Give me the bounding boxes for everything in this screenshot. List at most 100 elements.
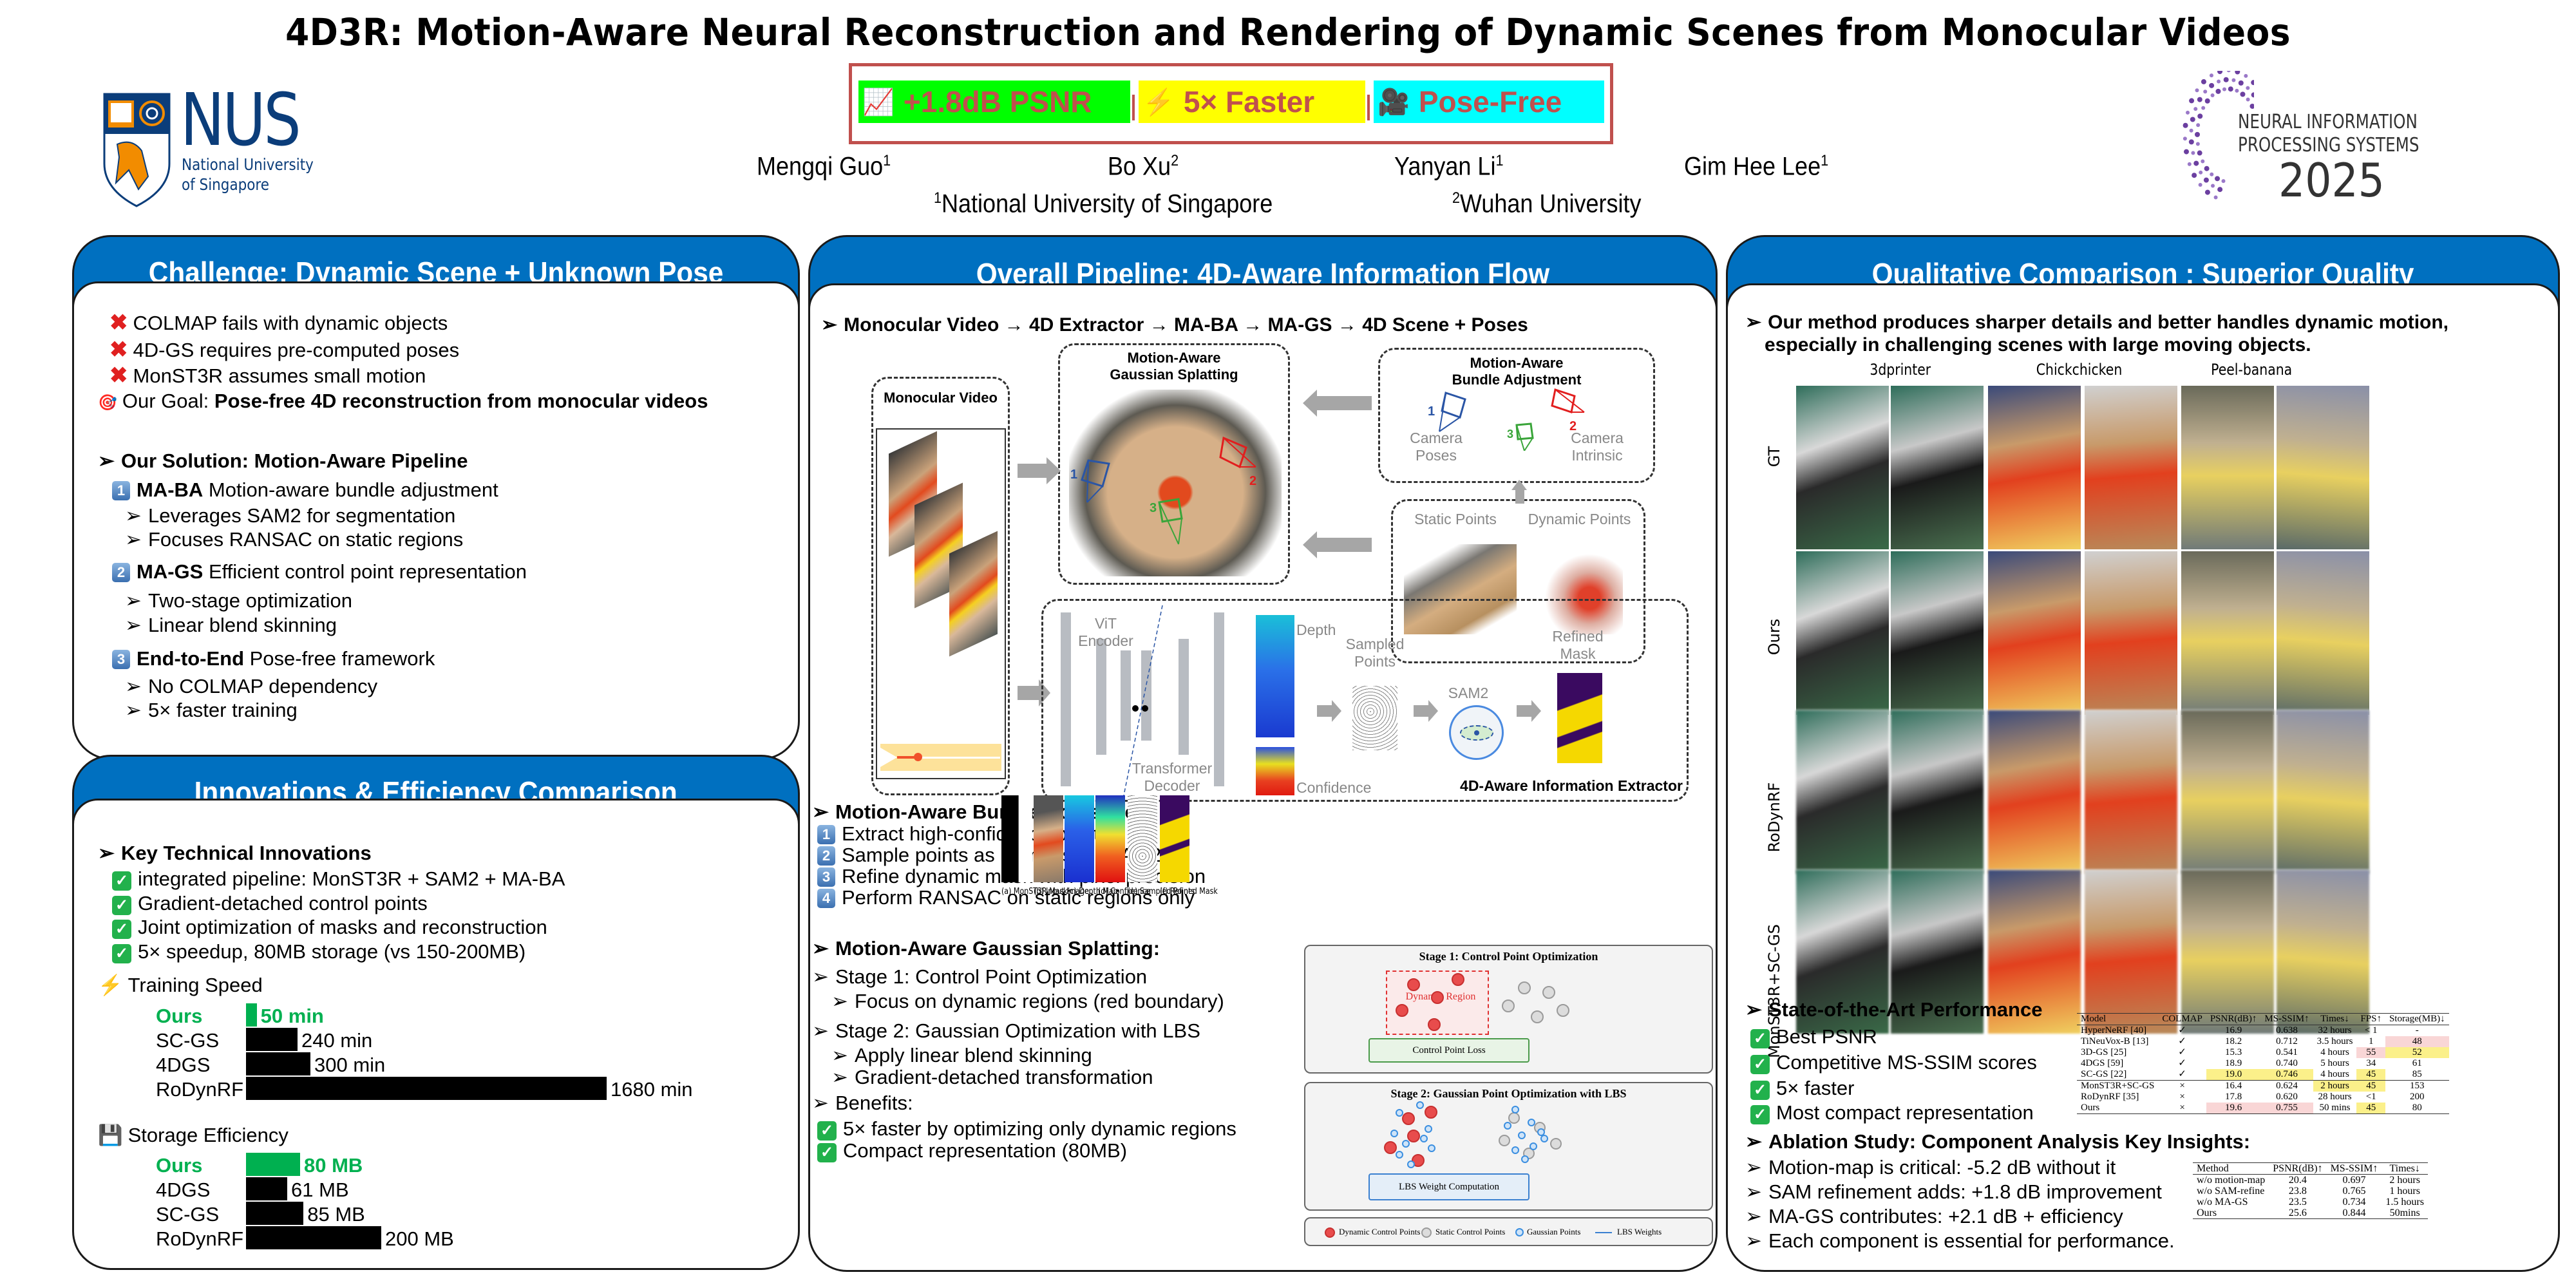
author: Yanyan Li1 — [1394, 152, 1503, 181]
logo-dot — [2251, 80, 2254, 86]
camera-icons: 1 2 3 — [1428, 388, 1585, 451]
svg-text:2: 2 — [1249, 474, 1256, 488]
bar — [246, 1052, 310, 1075]
bar-value-label: 85 MB — [307, 1203, 365, 1226]
table-cell: 2 hours — [2313, 1080, 2357, 1092]
figure-caption: (a) MonST3R Mask — [1001, 887, 1068, 896]
logo-dot — [2201, 79, 2206, 84]
bar-value-label: 61 MB — [291, 1179, 349, 1201]
logo-dot — [2222, 87, 2226, 91]
check-icon: ✓ — [112, 896, 131, 915]
table-cell: <1 — [2365, 1092, 2376, 1102]
mags-stage: ➢Stage 2: Gaussian Optimization with LBS — [812, 1019, 1200, 1043]
row-label: RoDynRF — [1765, 782, 1783, 853]
row-label: GT — [1765, 446, 1783, 468]
video-frame-image — [949, 531, 998, 657]
innovations-panel: Innovations & Efficiency Comparison ➢Key… — [72, 755, 800, 1270]
gaussian-point — [1528, 1119, 1535, 1126]
table-cell: 18.9 — [2224, 1058, 2242, 1068]
flow-arrow-head — [1511, 480, 1527, 490]
check-icon: ✓ — [1750, 1055, 1770, 1074]
column-header: PSNR(dB)↑ — [2273, 1163, 2323, 1174]
stage2-figure-title: Stage 2: Gaussian Point Optimization wit… — [1390, 1087, 1627, 1100]
arrow-bullet-icon: ➢ — [831, 1066, 848, 1088]
column-header: Times↓ — [2389, 1163, 2420, 1174]
table-cell: 0.740 — [2276, 1058, 2298, 1068]
logo-dot — [2197, 97, 2202, 102]
logo-dot — [2246, 86, 2250, 90]
column-header: Model — [2081, 1014, 2107, 1024]
table-cell: 16.9 — [2224, 1025, 2242, 1036]
refined-mask-line: Mask — [1560, 645, 1596, 662]
pipeline-flow: ➢Monocular Video → 4D Extractor → MA-BA … — [821, 314, 1528, 337]
table-cell: 0.697 — [2342, 1175, 2366, 1186]
table-cell: ✓ — [2178, 1036, 2186, 1046]
gaussian-point — [1396, 1109, 1403, 1117]
ablation-item-text: MA-GS contributes: +2.1 dB + efficiency — [1768, 1205, 2123, 1227]
dynamic-control-point — [1402, 1112, 1415, 1125]
logo-dot — [2209, 73, 2213, 78]
mags-stage-text: Stage 1: Control Point Optimization — [835, 965, 1148, 988]
table-cell: w/o SAM-refine — [2197, 1186, 2265, 1197]
static-control-point — [1531, 1010, 1544, 1023]
arrow-bullet-icon: ➢ — [125, 504, 142, 527]
column-header: FPS↑ — [2360, 1014, 2382, 1024]
vit-encoder-line: ViT — [1094, 615, 1117, 632]
comparison-image — [2275, 869, 2370, 1034]
camera-poses-line: Poses — [1416, 447, 1457, 464]
table-cell: HyperNeRF [40] — [2081, 1025, 2147, 1036]
arrow-bullet-icon: ➢ — [1745, 1180, 1762, 1203]
table-cell: 0.541 — [2276, 1047, 2298, 1057]
affiliation-name: Wuhan University — [1460, 189, 1642, 218]
logo-dot — [2203, 177, 2209, 183]
bar-category-label: SC-GS — [156, 1203, 220, 1226]
component-name: MA-GS — [137, 560, 204, 583]
arrow-bullet-icon: ➢ — [821, 314, 838, 336]
benefit-text: 5× faster by optimizing only dynamic reg… — [843, 1117, 1236, 1140]
confidence-label: Confidence — [1296, 779, 1372, 796]
video-progress-knob — [914, 753, 922, 761]
flow-arrow-head — [1332, 700, 1341, 722]
table-cell: 50 mins — [2319, 1103, 2351, 1113]
mags-stage: ➢Stage 1: Control Point Optimization — [812, 965, 1147, 989]
legend-label: Static Control Points — [1435, 1227, 1506, 1236]
figure-caption: (d) Confidence — [1098, 887, 1151, 896]
ablation-item-text: Each component is essential for performa… — [1768, 1229, 2175, 1252]
comparison-image — [1987, 385, 2081, 550]
gaussian-point — [1521, 1155, 1529, 1163]
bar-category-label: Ours — [156, 1154, 203, 1177]
ablation-item: ➢Each component is essential for perform… — [1745, 1229, 2175, 1253]
benefit-text: Compact representation (80MB) — [843, 1139, 1128, 1162]
flow-arrow-head — [1531, 700, 1541, 722]
badge-separator — [1367, 95, 1370, 120]
neurips-name: NEURAL INFORMATION PROCESSING SYSTEMS — [2238, 111, 2419, 157]
ablation-item: ➢Motion-map is critical: -5.2 dB without… — [1745, 1156, 2116, 1179]
comparison-image — [2181, 550, 2275, 715]
dynamic-control-point — [1431, 991, 1444, 1004]
logo-dot — [2193, 160, 2199, 166]
table-cell: Ours — [2081, 1103, 2100, 1113]
arrow-bullet-icon: ➢ — [125, 528, 142, 551]
solution-heading-text: Our Solution: Motion-Aware Pipeline — [120, 450, 468, 472]
logo-dot — [2215, 176, 2221, 182]
ablation-item: ➢SAM refinement adds: +1.8 dB improvemen… — [1745, 1180, 2162, 1204]
table-cell: TiNeuVox-B [13] — [2081, 1036, 2149, 1046]
scene-label: 3dprinter — [1870, 361, 1931, 379]
check-icon: ✓ — [1750, 1081, 1770, 1100]
table-cell: 23.5 — [2288, 1197, 2307, 1208]
goal-prefix: Our Goal: — [122, 390, 214, 412]
table-cell: 16.4 — [2224, 1081, 2242, 1091]
flow-arrow — [1317, 396, 1372, 410]
video-progress-fill — [897, 756, 916, 759]
table-cell: 3.5 hours — [2316, 1036, 2353, 1046]
static-points-cloud — [1404, 544, 1517, 634]
logo-dot — [2198, 182, 2202, 187]
logo-dot — [2189, 128, 2193, 133]
table-cell: ✓ — [2178, 1047, 2186, 1057]
